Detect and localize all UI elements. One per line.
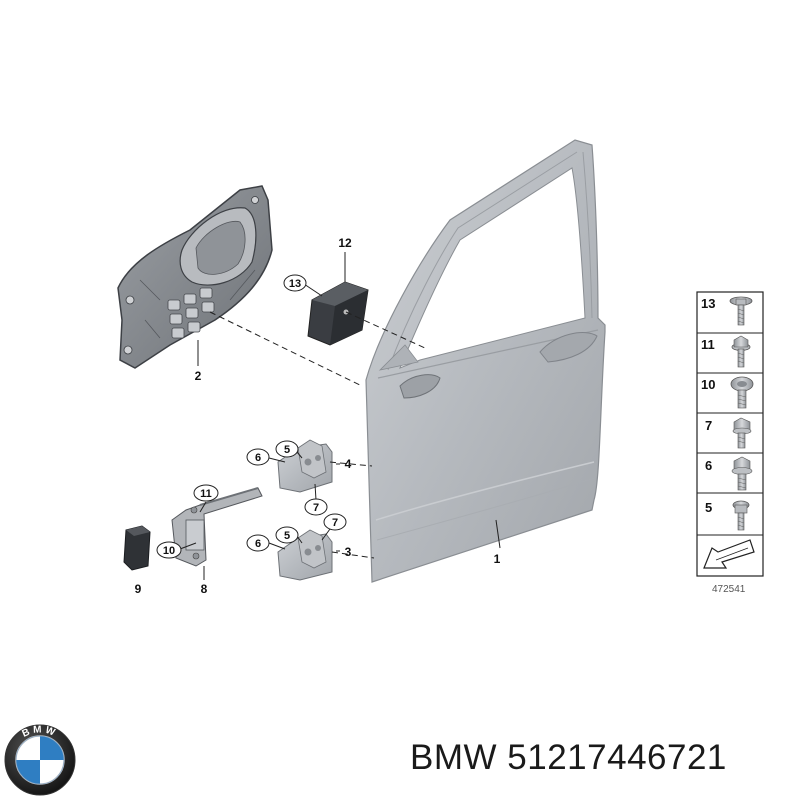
hex-flange-bolt-icon: [731, 335, 751, 368]
brand-and-part-number: BMW 51217446721: [410, 738, 727, 778]
rubber-buffer: [123, 525, 151, 571]
short-torx-bolt-icon: [732, 500, 750, 531]
legend-row-10: 10: [701, 376, 754, 409]
callout-13: 13: [283, 274, 307, 292]
front-door-shell: [365, 139, 606, 583]
svg-text:7: 7: [705, 418, 712, 433]
diagram-number: 472541: [712, 584, 746, 595]
svg-text:13: 13: [289, 278, 301, 290]
part-number: 51217446721: [507, 738, 727, 777]
legend-row-13: 13: [701, 296, 753, 326]
legend-row-6: 6: [705, 456, 753, 491]
door-inner-panel: [117, 185, 273, 369]
callout-7-lower: 7: [323, 513, 347, 531]
svg-text:6: 6: [255, 538, 261, 550]
callout-3: 3: [345, 545, 352, 559]
torx-washer-bolt-icon: [730, 376, 754, 409]
svg-text:13: 13: [701, 296, 715, 311]
torx-flange-bolt-icon: [729, 296, 753, 326]
svg-text:10: 10: [163, 545, 175, 557]
callout-10: 10: [156, 541, 182, 559]
svg-text:2: 2: [195, 369, 202, 383]
bmw-roundel-logo: BMW: [4, 724, 76, 796]
hex-bolt-icon: [732, 417, 752, 449]
svg-text:8: 8: [201, 582, 208, 596]
callout-5-lower: 5: [275, 526, 299, 544]
callout-2: 2: [195, 369, 202, 383]
svg-text:5: 5: [284, 530, 290, 542]
door-check-strap: [171, 487, 263, 567]
lower-door-hinge: [277, 529, 333, 581]
callout-12: 12: [338, 236, 352, 250]
svg-text:6: 6: [705, 458, 712, 473]
svg-text:12: 12: [338, 236, 352, 250]
callout-11: 11: [193, 484, 219, 502]
hex-washer-bolt-icon: [731, 456, 753, 491]
forward-arrow-icon: [703, 539, 755, 569]
callout-4: 4: [345, 457, 352, 471]
svg-text:5: 5: [284, 444, 290, 456]
svg-text:7: 7: [332, 517, 338, 529]
legend-row-7: 7: [705, 417, 752, 449]
assembly-lines: [209, 311, 426, 559]
svg-text:11: 11: [200, 488, 212, 500]
leader-lines: [179, 252, 501, 580]
callout-1: 1: [494, 552, 501, 566]
legend-row-5: 5: [705, 500, 750, 531]
callout-6-upper: 6: [246, 448, 270, 466]
svg-text:5: 5: [705, 500, 712, 515]
callout-7-upper: 7: [304, 498, 328, 516]
legend-row-11: 11: [701, 335, 751, 368]
svg-text:7: 7: [313, 502, 319, 514]
callout-6-lower: 6: [246, 534, 270, 552]
svg-text:10: 10: [701, 377, 715, 392]
fastener-legend: 13 11 10: [696, 291, 764, 595]
door-lock-module: [307, 281, 369, 346]
svg-text:4: 4: [345, 457, 352, 471]
svg-text:6: 6: [255, 452, 261, 464]
brand-name: BMW: [410, 738, 498, 777]
callout-9: 9: [135, 582, 142, 596]
svg-text:11: 11: [701, 337, 715, 352]
svg-text:9: 9: [135, 582, 142, 596]
svg-text:BMW: BMW: [21, 724, 60, 739]
callout-8: 8: [201, 582, 208, 596]
svg-text:1: 1: [494, 552, 501, 566]
svg-text:3: 3: [345, 545, 352, 559]
callout-5-upper: 5: [275, 440, 299, 458]
